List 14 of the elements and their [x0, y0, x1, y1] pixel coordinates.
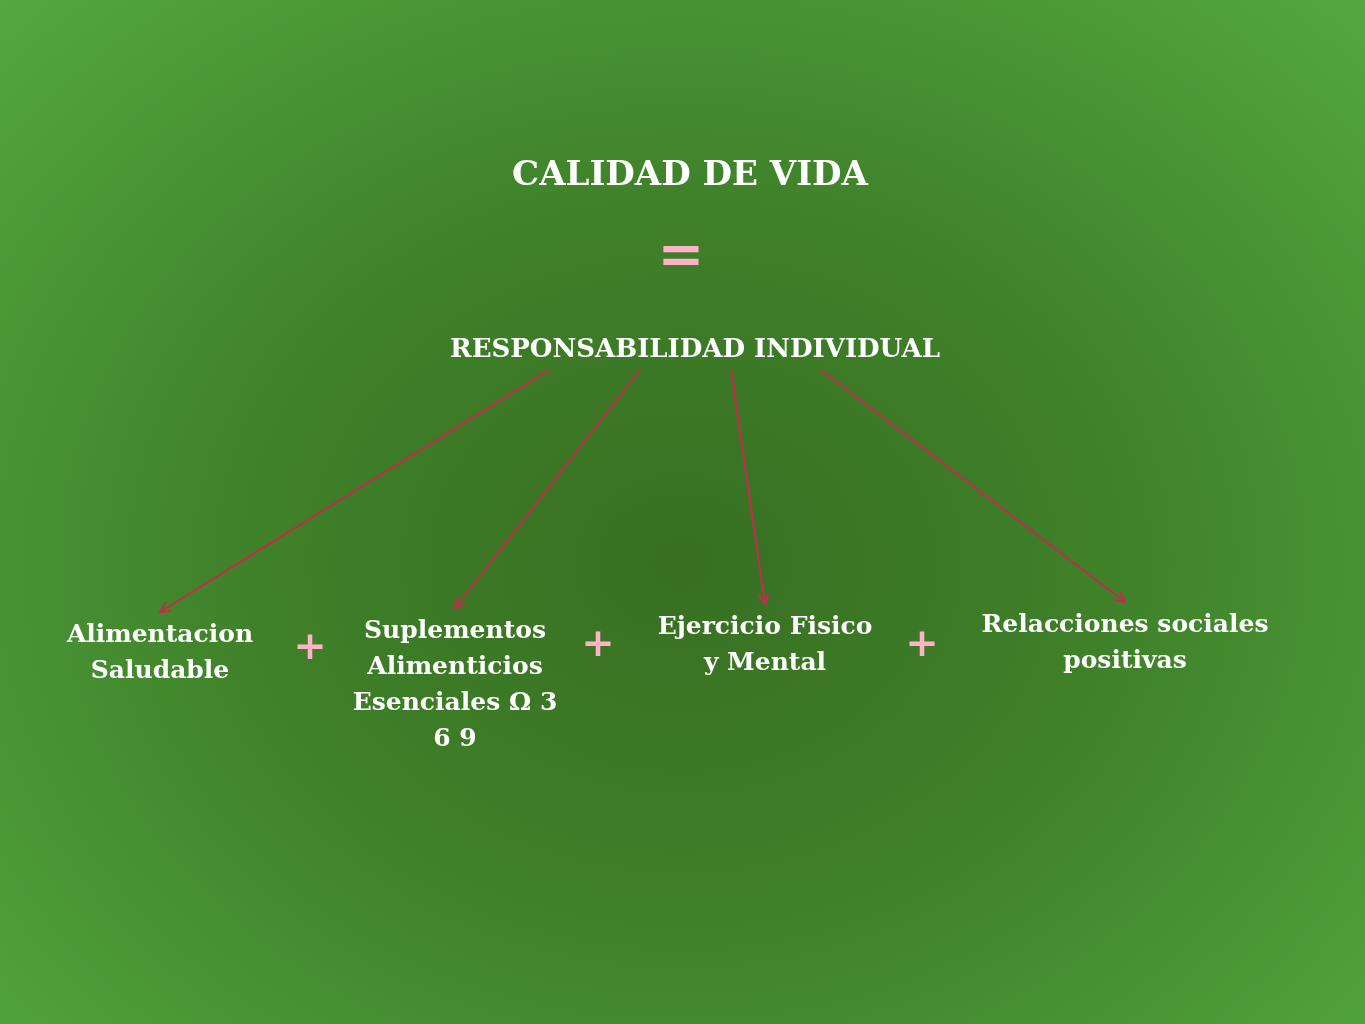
arrow	[730, 369, 770, 605]
factor-text: Suplementos Alimenticios Esenciales Ω 3 6 9	[340, 612, 570, 756]
equals-sign: =	[656, 225, 706, 281]
factor-text: Relacciones sociales positivas	[945, 606, 1305, 678]
arrow	[159, 369, 550, 613]
plus-sign: +	[580, 622, 616, 662]
arrow	[820, 369, 1126, 603]
factor-text: Ejercicio Fisico y Mental	[650, 608, 880, 680]
factor-text: Alimentacion Saludable	[40, 616, 280, 688]
plus-sign: +	[292, 625, 328, 665]
title-heading: CALIDAD DE VIDA	[440, 155, 940, 191]
plus-sign: +	[904, 622, 940, 662]
subtitle-heading: RESPONSABILIDAD INDIVIDUAL	[380, 330, 1010, 366]
arrow	[454, 369, 641, 609]
